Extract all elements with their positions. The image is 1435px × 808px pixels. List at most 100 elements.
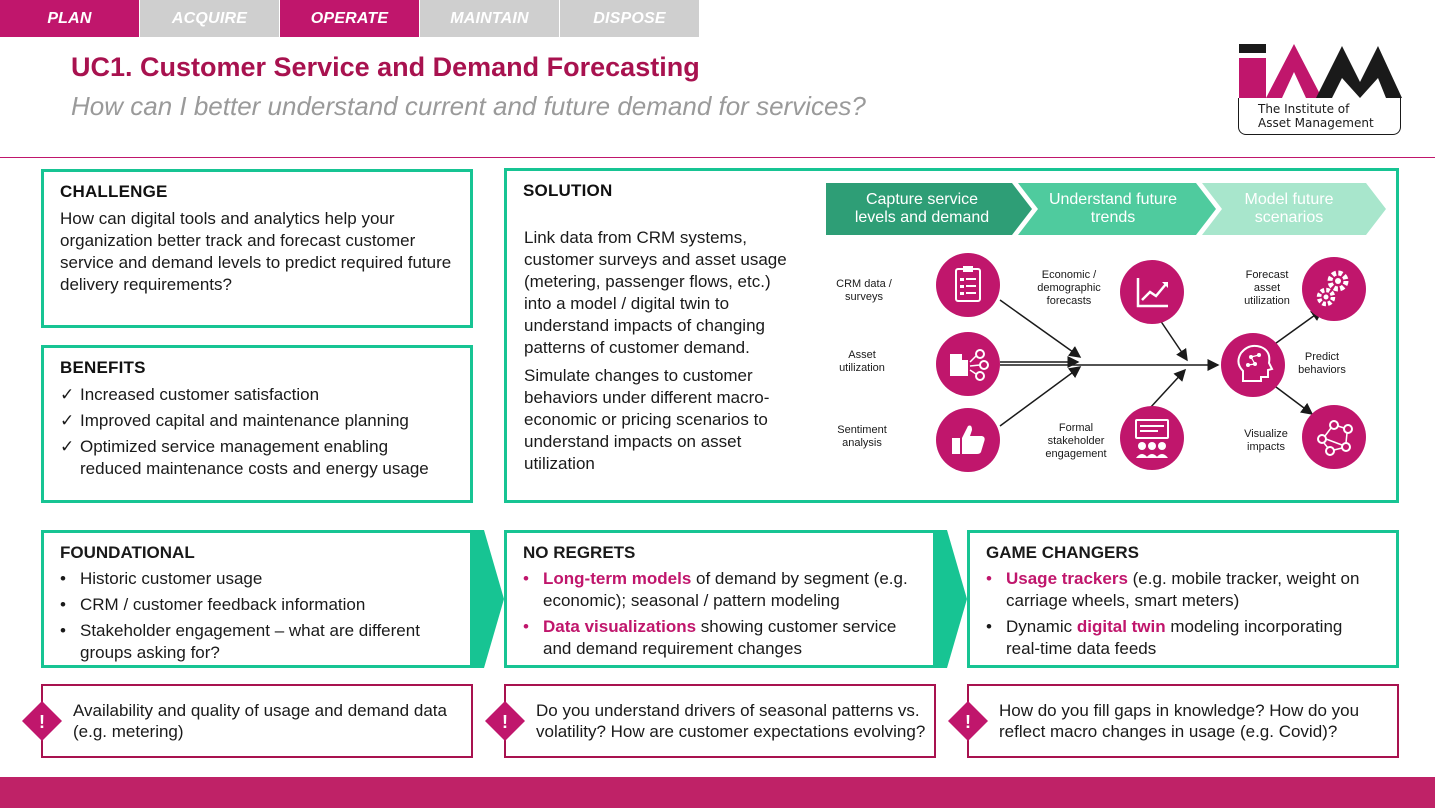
question-box-1: Availability and quality of usage and de…	[41, 684, 473, 758]
item-text: CRM / customer feedback information	[80, 595, 366, 614]
bullet-icon: •	[60, 595, 66, 614]
logo-caption: The Institute of Asset Management	[1258, 102, 1374, 130]
bullet-icon: •	[523, 569, 529, 588]
tab-operate[interactable]: OPERATE	[280, 0, 419, 37]
page-title: UC1. Customer Service and Demand Forecas…	[71, 52, 700, 82]
logo-line2: Asset Management	[1258, 116, 1374, 130]
benefits-box: BENEFITS ✓ Increased customer satisfactio…	[41, 345, 473, 503]
question-box-2: Do you understand drivers of seasonal pa…	[504, 684, 936, 758]
item-text: modeling incorporating real-time data fe…	[1006, 617, 1343, 658]
input-label-asset: Asset utilization	[839, 349, 885, 374]
gears-icon	[1302, 257, 1366, 321]
tab-acquire[interactable]: ACQUIRE	[140, 0, 279, 37]
question-text: Availability and quality of usage and de…	[73, 701, 447, 741]
step-label: Understand future trends	[1048, 191, 1178, 226]
challenge-heading: CHALLENGE	[60, 182, 168, 201]
middle-label-forecasts: Economic / demographic forecasts	[1037, 269, 1101, 307]
warning-icon: !	[948, 701, 988, 741]
step-understand: Understand future trends	[1036, 183, 1190, 235]
item-text: Dynamic	[1006, 617, 1077, 636]
list-item: ✓ Optimized service management enabling r…	[60, 436, 454, 480]
benefit-text: Optimized service management enabling re…	[80, 437, 429, 478]
list-item: • Data visualizations showing customer se…	[523, 616, 917, 660]
step-label: Model future scenarios	[1244, 191, 1334, 226]
bullet-icon: •	[986, 617, 992, 636]
benefits-heading: BENEFITS	[60, 358, 146, 377]
question-text: How do you fill gaps in knowledge? How d…	[999, 701, 1360, 741]
trend-chart-icon	[1120, 260, 1184, 324]
progression-arrow-2	[933, 530, 967, 668]
svg-text:!: !	[502, 712, 508, 732]
progression-arrow-1	[470, 530, 504, 668]
game-changers-list: •Usage trackers (e.g. mobile tracker, we…	[986, 568, 1380, 660]
question-text: Do you understand drivers of seasonal pa…	[536, 701, 926, 741]
input-label-crm: CRM data / surveys	[836, 278, 892, 303]
check-icon: ✓	[60, 385, 75, 404]
step-label: Capture service levels and demand	[854, 191, 990, 226]
solution-heading: SOLUTION	[523, 181, 613, 200]
header-divider	[0, 157, 1435, 158]
check-icon: ✓	[60, 411, 75, 430]
solution-para-2: Simulate changes to customer behaviors u…	[524, 366, 770, 473]
warning-icon: !	[22, 701, 62, 741]
warning-icon: !	[485, 701, 525, 741]
core-label: Predict behaviors	[1298, 351, 1346, 376]
list-item: ✓ Increased customer satisfaction	[60, 384, 454, 406]
clipboard-icon	[936, 253, 1000, 317]
item-text: of demand by segment (e.g. economic); se…	[543, 569, 908, 610]
svg-text:!: !	[39, 712, 45, 732]
item-highlight: Data visualizations	[543, 617, 697, 636]
page-subtitle: How can I better understand current and …	[71, 91, 866, 121]
step-capture: Capture service levels and demand	[840, 183, 1004, 235]
footer-bar	[0, 777, 1435, 808]
no-regrets-heading: NO REGRETS	[523, 543, 636, 562]
step-model: Model future scenarios	[1216, 183, 1362, 235]
benefit-text: Increased customer satisfaction	[80, 385, 320, 404]
item-text: (e.g. mobile tracker, weight on carriage…	[1006, 569, 1360, 610]
foundational-list: •Historic customer usage • CRM / customer…	[60, 568, 454, 664]
question-box-3: How do you fill gaps in knowledge? How d…	[967, 684, 1399, 758]
middle-label-engagement: Formal stakeholder engagement	[1045, 422, 1107, 460]
foundational-box: FOUNDATIONAL •Historic customer usage • C…	[41, 530, 473, 668]
tab-plan[interactable]: PLAN	[0, 0, 139, 37]
svg-text:!: !	[965, 712, 971, 732]
list-item: •Usage trackers (e.g. mobile tracker, we…	[986, 568, 1380, 612]
bullet-icon: •	[60, 569, 66, 588]
city-network-icon	[936, 332, 1000, 396]
logo-frame	[1238, 98, 1401, 135]
input-label-sentiment: Sentiment analysis	[837, 424, 887, 449]
item-text: showing customer service and demand requ…	[543, 617, 897, 658]
list-item: •Historic customer usage	[60, 568, 454, 590]
item-highlight: digital twin	[1076, 617, 1166, 636]
bullet-icon: •	[986, 569, 992, 588]
list-item: • CRM / customer feedback information	[60, 594, 454, 616]
no-regrets-list: • Long-term models of demand by segment (…	[523, 568, 917, 660]
output-label-forecast: Forecast asset utilization	[1244, 269, 1290, 307]
network-icon	[1302, 405, 1366, 469]
list-item: • Stakeholder engagement – what are diffe…	[60, 620, 454, 664]
solution-para-1: Link data from CRM systems, customer sur…	[524, 228, 787, 357]
brain-head-icon	[1221, 333, 1285, 397]
game-changers-heading: GAME CHANGERS	[986, 543, 1140, 562]
output-label-visualize: Visualize impacts	[1244, 428, 1288, 453]
thumbs-up-icon	[936, 408, 1000, 472]
list-item: • Long-term models of demand by segment (…	[523, 568, 917, 612]
benefit-text: Improved capital and maintenance plannin…	[80, 411, 409, 430]
lifecycle-tabs: PLAN ACQUIRE OPERATE MAINTAIN DISPOSE	[0, 0, 700, 37]
no-regrets-box: NO REGRETS • Long-term models of demand b…	[504, 530, 936, 668]
iam-logo: The Institute of Asset Management	[1236, 42, 1403, 136]
tab-dispose[interactable]: DISPOSE	[560, 0, 699, 37]
logo-line1: The Institute of	[1258, 102, 1350, 116]
foundational-heading: FOUNDATIONAL	[60, 543, 195, 562]
benefits-list: ✓ Increased customer satisfaction ✓ Improv…	[60, 384, 454, 480]
check-icon: ✓	[60, 437, 75, 456]
presentation-icon	[1120, 406, 1184, 470]
bullet-icon: •	[523, 617, 529, 636]
bullet-icon: •	[60, 621, 66, 640]
game-changers-box: GAME CHANGERS •Usage trackers (e.g. mobi…	[967, 530, 1399, 668]
item-highlight: Long-term models	[543, 569, 692, 588]
list-item: ✓ Improved capital and maintenance planni…	[60, 410, 454, 432]
item-text: Stakeholder engagement – what are differ…	[80, 621, 420, 662]
tab-maintain[interactable]: MAINTAIN	[420, 0, 559, 37]
challenge-text: How can digital tools and analytics help…	[60, 209, 452, 294]
